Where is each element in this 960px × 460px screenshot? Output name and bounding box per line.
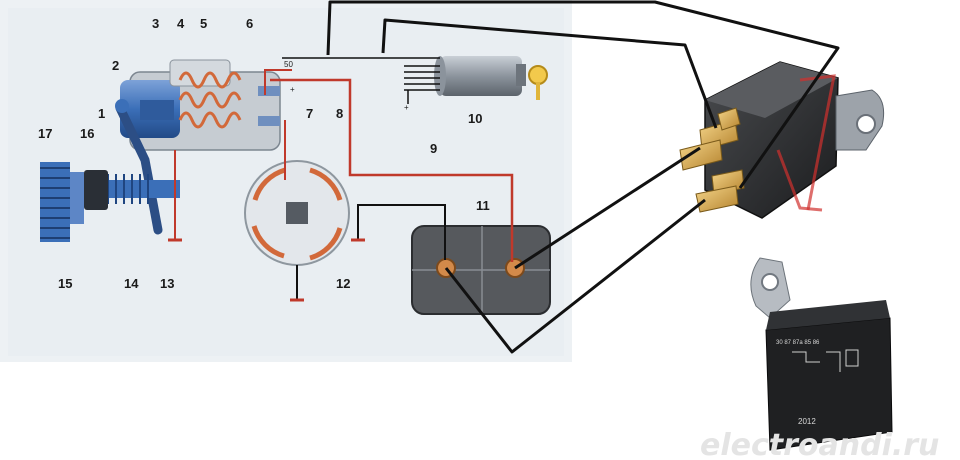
overlay-wires bbox=[326, 0, 840, 354]
terminal-plus-label: + bbox=[290, 85, 295, 94]
part-labels: 1 2 3 4 5 6 7 8 9 10 11 12 13 14 15 16 1… bbox=[38, 16, 490, 291]
starter-motor bbox=[40, 59, 281, 242]
label-17: 17 bbox=[38, 126, 52, 141]
ignition-plus-label: + bbox=[404, 103, 409, 112]
brush-holder bbox=[244, 160, 350, 300]
label-5: 5 bbox=[200, 16, 207, 31]
label-4: 4 bbox=[177, 16, 185, 31]
wire-battery-minus-to-relay bbox=[444, 198, 706, 354]
red-wire-battery-to-starter bbox=[270, 78, 514, 262]
wire-battery-plus-to-relay bbox=[514, 146, 701, 270]
terminal-50-label: 50 bbox=[284, 60, 293, 69]
ignition-switch bbox=[404, 56, 548, 104]
label-7: 7 bbox=[306, 106, 313, 121]
label-6: 6 bbox=[246, 16, 253, 31]
relay-number: 2012 bbox=[798, 417, 816, 426]
watermark: electroandi.ru bbox=[700, 428, 939, 460]
relay-top bbox=[679, 61, 885, 219]
diagram-wires bbox=[168, 57, 514, 302]
solenoid-coil bbox=[178, 71, 242, 129]
ground-wire-battery bbox=[357, 204, 446, 260]
label-3: 3 bbox=[152, 16, 159, 31]
label-1: 1 bbox=[98, 106, 105, 121]
relay-pin-codes: 30 87 87a 85 86 bbox=[776, 340, 820, 346]
label-9: 9 bbox=[430, 141, 437, 156]
label-11: 11 bbox=[476, 198, 490, 213]
label-2: 2 bbox=[112, 58, 119, 73]
label-14: 14 bbox=[124, 276, 139, 291]
label-13: 13 bbox=[160, 276, 174, 291]
label-15: 15 bbox=[58, 276, 72, 291]
battery bbox=[411, 225, 551, 315]
relay-terminals bbox=[679, 107, 745, 213]
label-8: 8 bbox=[336, 106, 343, 121]
wire-ignition-to-relay bbox=[381, 18, 718, 129]
label-10: 10 bbox=[468, 111, 482, 126]
label-12: 12 bbox=[336, 276, 350, 291]
wire-starter-50-to-relay bbox=[326, 0, 840, 189]
flywheel-gear bbox=[40, 162, 84, 242]
relay-bottom: 30 87 87a 85 86 2012 bbox=[750, 257, 893, 451]
label-16: 16 bbox=[80, 126, 94, 141]
red-wire-solenoid bbox=[264, 69, 292, 95]
